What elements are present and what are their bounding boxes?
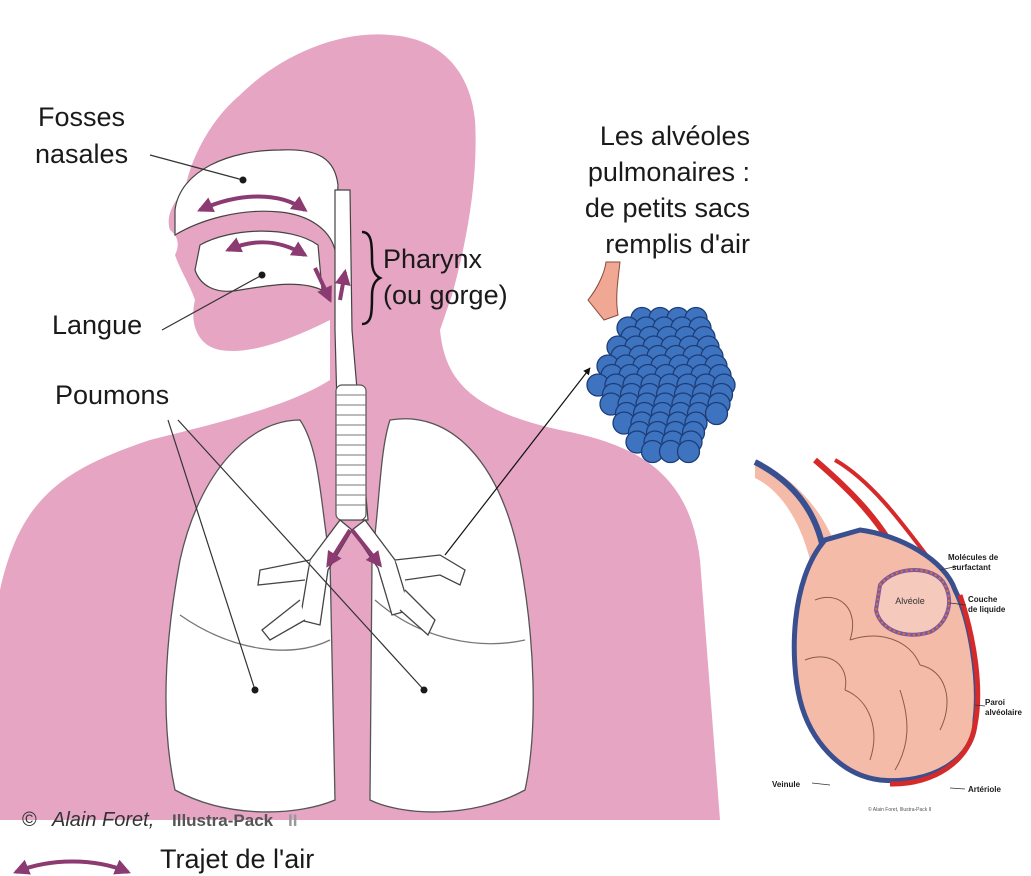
inset-molecules-2: surfactant (952, 563, 991, 572)
inset-couche-2: de liquide (968, 605, 1006, 614)
inset-credit: © Alain Foret, Illustra-Pack II (868, 806, 931, 813)
label-alveoles-4: remplis d'air (605, 229, 750, 259)
label-langue: Langue (52, 310, 142, 340)
alveolus-inset: Alvéole Molécules de surfactant Couche d… (755, 460, 1022, 813)
inset-molecules-1: Molécules de (948, 553, 999, 562)
credit-product: Illustra-Pack (172, 811, 274, 830)
legend-arrow-icon (16, 862, 128, 873)
inset-couche-1: Couche (968, 595, 998, 604)
bronchiole-tube (588, 262, 620, 320)
inset-paroi-2: alvéolaire (985, 708, 1022, 717)
legend-label: Trajet de l'air (160, 844, 314, 874)
trachea (336, 385, 366, 520)
label-poumons: Poumons (55, 380, 169, 410)
label-pharynx-2: (ou gorge) (383, 280, 508, 310)
label-fosses-2: nasales (35, 139, 128, 169)
credit-author: Alain Foret, (51, 809, 154, 831)
label-fosses-1: Fosses (38, 102, 125, 132)
inset-alveole: Alvéole (895, 596, 925, 606)
label-alveoles-2: pulmonaires : (588, 157, 750, 187)
inset-veinule: Veinule (772, 780, 801, 789)
credit-symbol: © (22, 809, 37, 831)
legend: Trajet de l'air (16, 844, 314, 874)
alveolus-sphere (678, 441, 700, 463)
credit-roman: II (288, 811, 297, 830)
label-pharynx-1: Pharynx (383, 244, 483, 274)
alveoli-cluster (587, 262, 735, 463)
label-alveoles-3: de petits sacs (585, 193, 750, 223)
alveolus-sphere (706, 403, 728, 425)
inset-arteriole: Artériole (968, 785, 1001, 794)
inset-paroi-1: Paroi (985, 698, 1005, 707)
label-alveoles-1: Les alvéoles (600, 121, 750, 151)
